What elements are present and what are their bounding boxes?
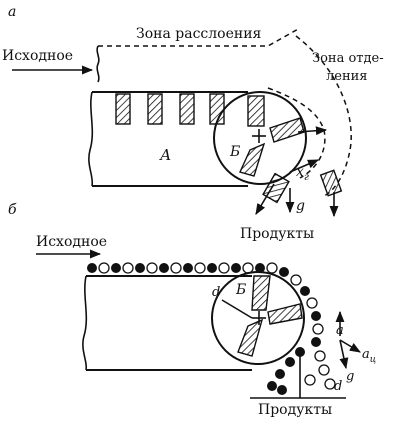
x-symbol-a: xг	[296, 164, 309, 183]
zone-separation-label-line2: ления	[326, 69, 367, 84]
ac-symbol: aц	[362, 347, 376, 365]
zone-separation-label-line1: Зона отде-	[312, 51, 384, 66]
feed-edge-a	[96, 45, 100, 83]
panel-a-letter: а	[8, 4, 16, 20]
region-a-label: А	[159, 146, 171, 164]
layering-zone-boundary	[98, 27, 301, 47]
a-symbol: a	[336, 323, 344, 338]
layer-particle-3	[179, 93, 195, 125]
zone-layering-label: Зона расслоения	[136, 26, 262, 42]
drum-blade-top-a	[247, 95, 265, 127]
belt-left-edge-a	[88, 91, 94, 187]
g-vector-b	[339, 339, 349, 370]
falling-particle-a	[319, 169, 343, 197]
panel-b-letter: б	[8, 202, 17, 218]
ac-vector	[339, 339, 361, 353]
g-symbol-b: g	[346, 369, 354, 384]
layer-particle-1	[115, 93, 131, 125]
g-symbol-a: g	[296, 198, 305, 214]
region-b-label-b: Б	[235, 282, 246, 298]
layer-particle-2	[147, 93, 163, 125]
particle-row	[87, 262, 336, 395]
drum-blade-right-b	[267, 303, 303, 325]
panel-b: б Исходное	[8, 202, 376, 418]
drum-a	[213, 91, 307, 185]
products-label-b: Продукты	[258, 402, 332, 418]
trajectory-arrow-a	[255, 183, 275, 215]
x-force-arrow-a	[289, 159, 320, 173]
region-b-label-a: Б	[229, 144, 240, 160]
ejected-particle-a	[262, 172, 290, 204]
products-label-a: Продукты	[240, 226, 314, 242]
separation-zone-boundary-outer	[295, 35, 352, 197]
feed-label-b: Исходное	[36, 234, 107, 250]
drum-blade-bottom-a	[239, 142, 266, 177]
drum-blade-bottom-b	[237, 318, 264, 357]
drum-b	[211, 271, 305, 365]
belt-left-edge-b	[82, 275, 88, 371]
feed-label-a: Исходное	[2, 48, 73, 64]
drum-blade-top-b	[251, 275, 271, 311]
drum-blade-right-a	[269, 117, 305, 143]
d-label-top: d	[212, 285, 220, 300]
d-leader-top	[221, 299, 253, 319]
tangent-arrow-a	[297, 126, 328, 136]
panel-a: а Зона расслоения Зона отде- ления Исход…	[2, 4, 384, 242]
d-label-bottom: d	[334, 379, 342, 394]
